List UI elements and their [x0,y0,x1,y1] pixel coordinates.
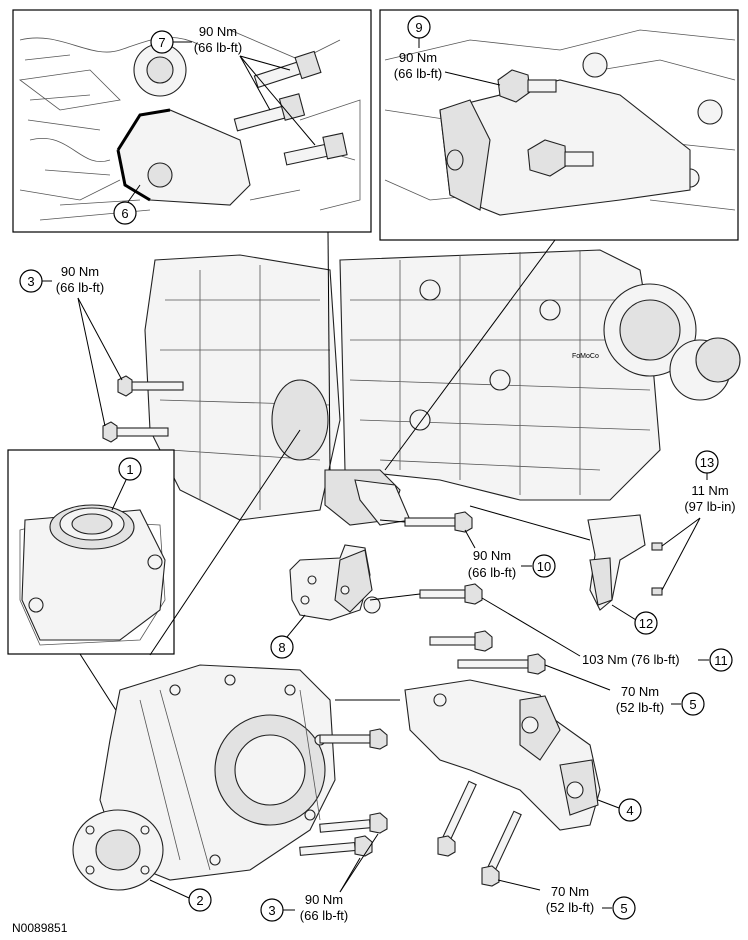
svg-text:(66 lb-ft): (66 lb-ft) [300,908,348,923]
rear-mount-bracket [404,679,601,831]
svg-text:103 Nm (76 lb-ft): 103 Nm (76 lb-ft) [582,652,680,667]
bolt [319,728,388,750]
detail-box-mount-bracket: 7 90 Nm (66 lb-ft) 6 [12,9,372,233]
svg-text:5: 5 [689,697,696,712]
svg-text:3: 3 [27,274,34,289]
detail-leader [384,239,556,471]
callout-9: 9 90 Nm (66 lb-ft) [394,15,501,86]
svg-text:(66 lb-ft): (66 lb-ft) [56,280,104,295]
svg-text:9: 9 [415,20,422,35]
svg-text:90 Nm: 90 Nm [305,892,343,907]
svg-text:5: 5 [620,901,627,916]
callout-4: 4 [597,798,642,822]
bolt-path [379,519,406,523]
callout-3-lower: 3 90 Nm (66 lb-ft) [260,833,379,923]
callout-2: 2 [149,879,212,912]
figure-id: N0089851 [12,921,68,935]
harness-line [469,505,591,541]
svg-text:13: 13 [700,455,714,470]
bolt [651,542,663,596]
heat-shield [587,514,646,611]
detail-box-seal: 1 [7,449,175,655]
transmission-mount [289,544,381,621]
bolt-path [369,593,421,601]
svg-text:(66 lb-ft): (66 lb-ft) [394,66,442,81]
svg-text:8: 8 [278,640,285,655]
bolt [102,421,169,443]
callout-8: 8 [270,614,306,659]
bolt [117,375,184,397]
svg-text:(66 lb-ft): (66 lb-ft) [468,565,516,580]
svg-text:(97 lb-in): (97 lb-in) [684,499,735,514]
svg-text:70 Nm: 70 Nm [551,884,589,899]
svg-text:4: 4 [626,803,633,818]
svg-text:(52 lb-ft): (52 lb-ft) [546,900,594,915]
svg-text:(52 lb-ft): (52 lb-ft) [616,700,664,715]
callout-6: 6 [113,184,141,225]
transfer-case [72,664,336,891]
bolt [481,810,522,887]
callout-5-upper: 70 Nm (52 lb-ft) 5 [544,664,705,716]
detail-leader [327,231,331,471]
detail-leader [149,429,301,656]
fomoco-logo: FoMoCo [572,353,599,360]
callout-13: 13 11 Nm (97 lb-in) [661,450,736,591]
bolt [527,139,594,177]
svg-text:90 Nm: 90 Nm [199,24,237,39]
bolt [457,653,546,675]
bolt [233,93,306,132]
callout-10: 90 Nm (66 lb-ft) 10 [464,529,556,580]
svg-text:(66 lb-ft): (66 lb-ft) [194,40,242,55]
bolt [429,630,493,652]
callout-1: 1 [111,457,142,511]
bolt [497,69,557,103]
bolt [404,511,473,533]
svg-text:90 Nm: 90 Nm [473,548,511,563]
bolt [253,50,322,89]
callout-12: 12 [611,604,658,635]
bolt [299,835,373,857]
callout-7: 7 90 Nm (66 lb-ft) [150,24,316,146]
svg-text:3: 3 [268,903,275,918]
svg-text:12: 12 [639,616,653,631]
callout-3-upper: 3 90 Nm (66 lb-ft) [19,264,123,427]
svg-text:1: 1 [126,462,133,477]
svg-text:6: 6 [121,206,128,221]
callout-11: 103 Nm (76 lb-ft) 11 [481,597,733,672]
bolt [319,812,388,834]
svg-text:2: 2 [196,893,203,908]
svg-text:11: 11 [714,653,728,668]
svg-text:90 Nm: 90 Nm [61,264,99,279]
bolt [437,780,477,857]
callout-5-lower: 70 Nm (52 lb-ft) 5 [497,879,636,920]
svg-text:11 Nm: 11 Nm [691,483,728,498]
bolt [419,583,483,605]
bolt [283,132,348,166]
svg-text:7: 7 [158,35,165,50]
svg-text:10: 10 [537,559,551,574]
engine-transaxle-assembly: FoMoCo [144,249,741,526]
svg-text:70 Nm: 70 Nm [621,684,659,699]
detail-box-bolts: 9 90 Nm (66 lb-ft) [379,9,739,241]
svg-text:90 Nm: 90 Nm [399,50,437,65]
